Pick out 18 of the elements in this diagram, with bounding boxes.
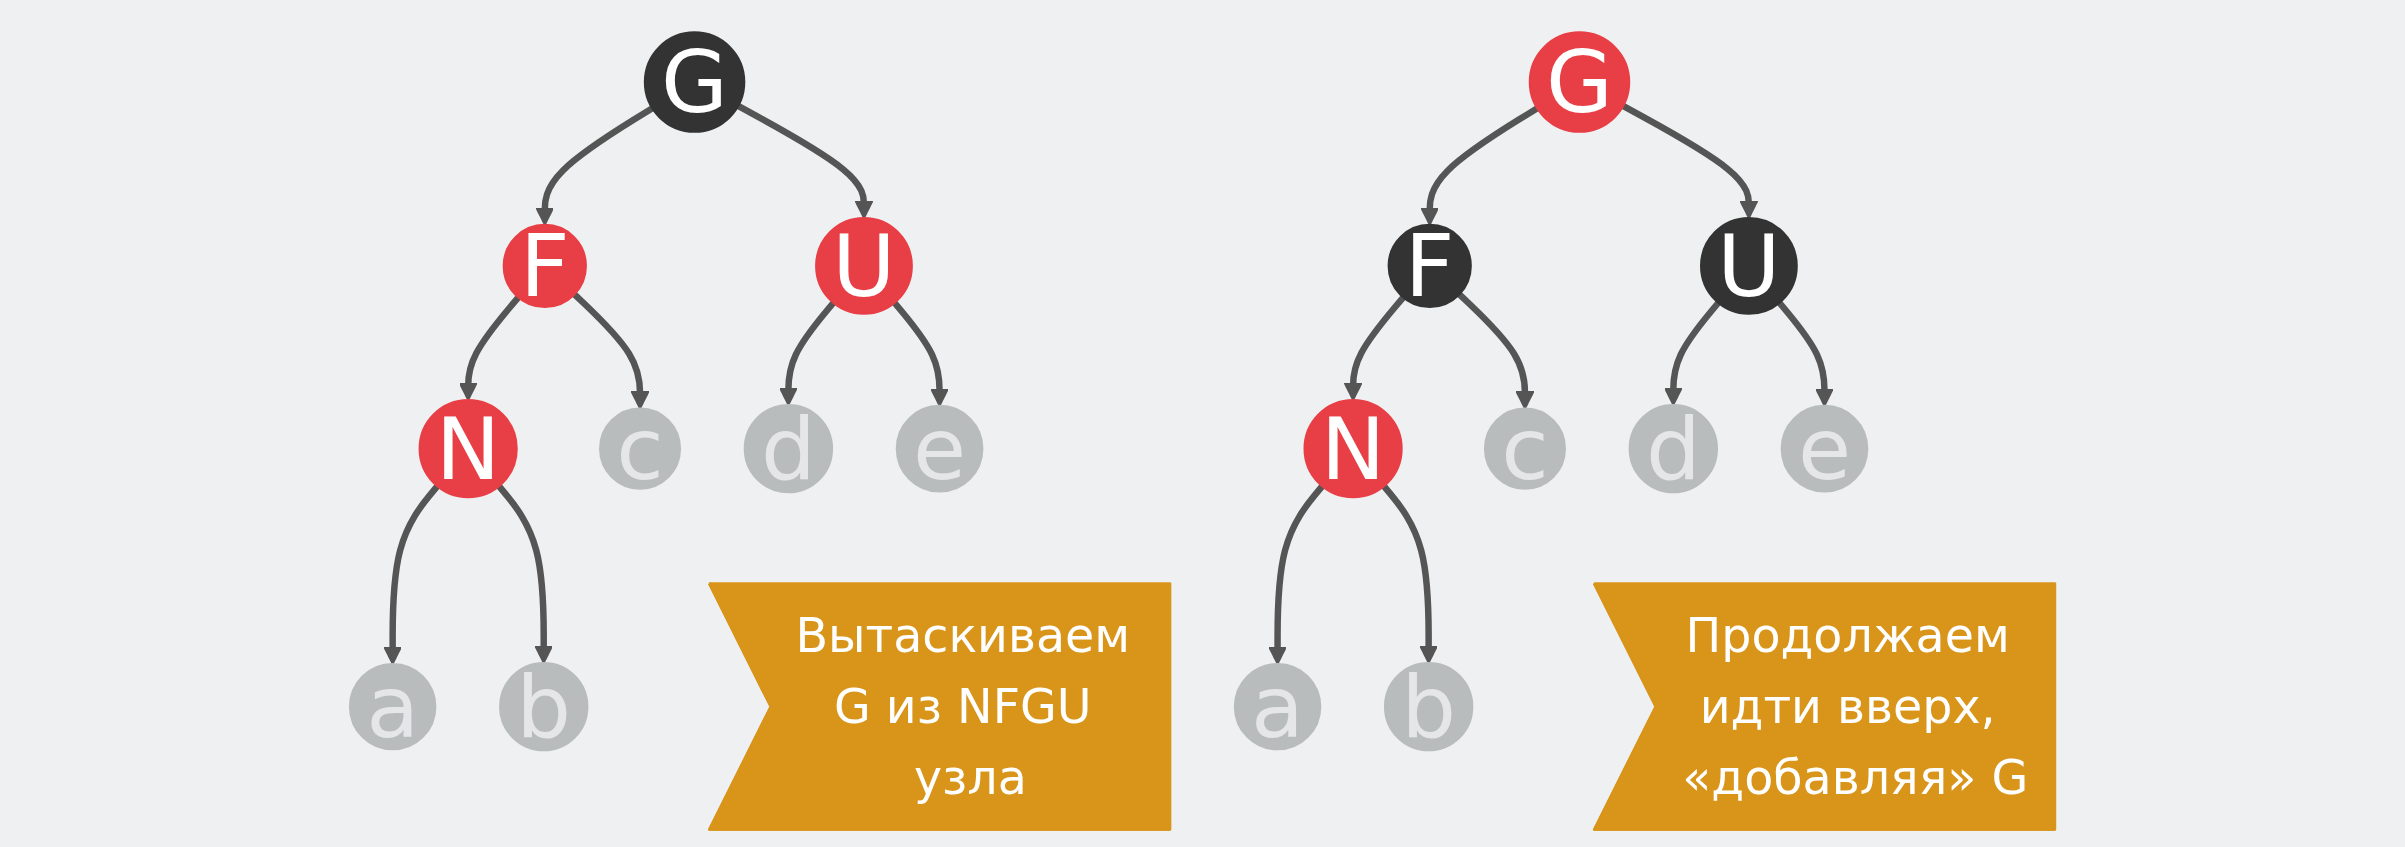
arrow: [496, 484, 554, 664]
arrow: [1343, 295, 1406, 401]
arrow: [1268, 484, 1325, 665]
arrow: [1663, 300, 1721, 406]
node-circle: N: [1303, 399, 1403, 499]
arrow: [383, 484, 440, 665]
arrow: [1621, 103, 1759, 219]
node-circle: U: [815, 217, 913, 315]
arrow: [736, 103, 874, 219]
node-circle: N: [418, 399, 518, 499]
arrow: [1381, 484, 1439, 664]
arrow: [778, 300, 836, 406]
node-circle: F: [1387, 223, 1472, 309]
node-circle: G: [1528, 31, 1631, 133]
node-circle: U: [1700, 217, 1798, 315]
node-circle: F: [502, 223, 587, 309]
arrow: [458, 295, 521, 401]
node-circle: G: [643, 31, 746, 133]
